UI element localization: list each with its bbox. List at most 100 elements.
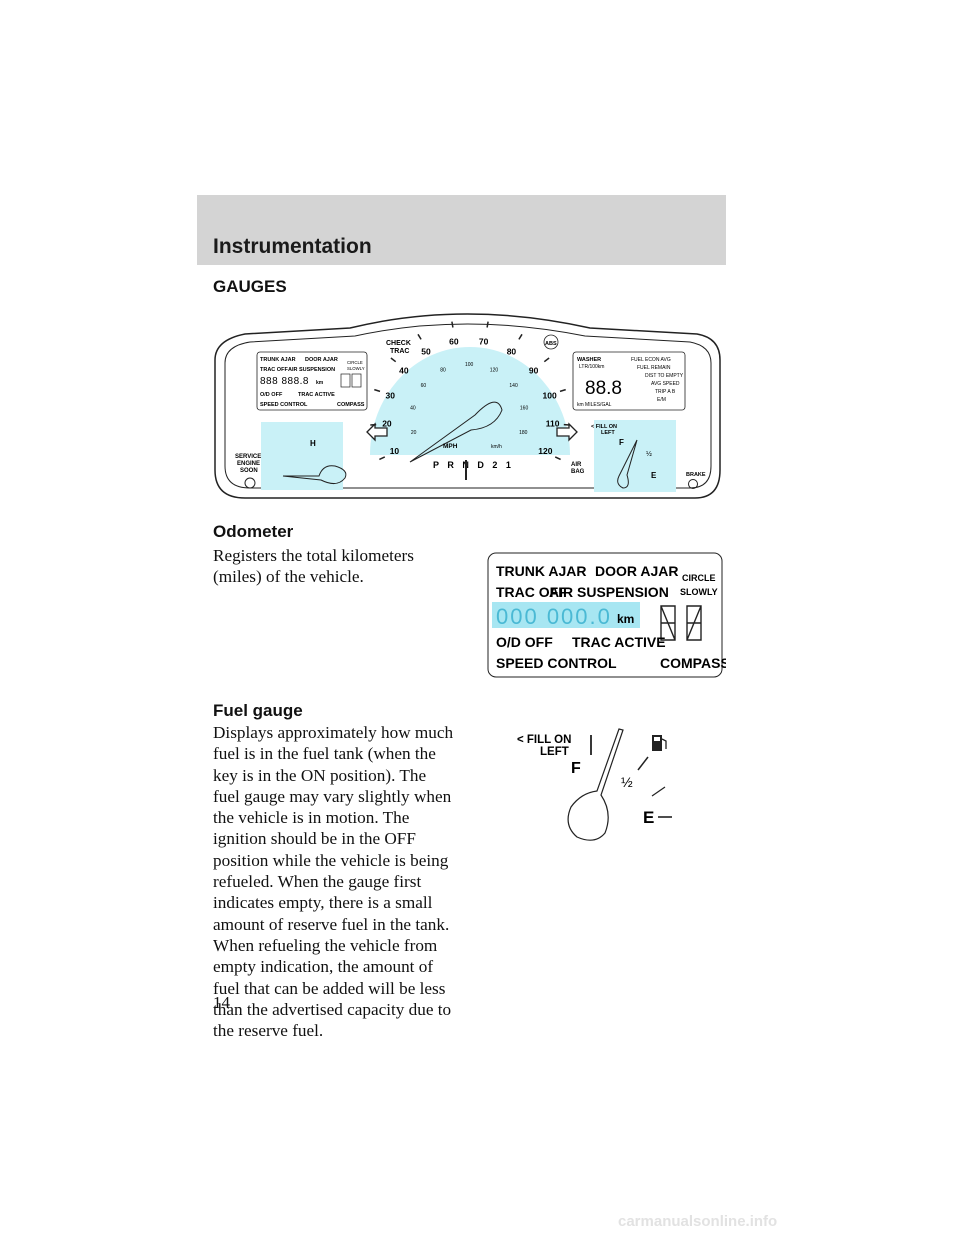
kmh-tick-label: 40: [410, 406, 416, 412]
cluster-od-off: O/D OFF: [260, 392, 283, 398]
kmh-tick-label: 160: [520, 406, 529, 412]
page-number: 14: [213, 993, 230, 1012]
cluster-trac-off: TRAC OFF: [260, 367, 288, 373]
cluster-door-ajar: DOOR AJAR: [305, 357, 338, 363]
mph-tick-label: 50: [421, 346, 431, 356]
cluster-slowly: SLOWLY: [347, 366, 365, 371]
cluster-fuel-remain: FUEL REMAIN: [637, 365, 671, 371]
right-turn-icon: [556, 422, 578, 442]
mph-tick-mark: [559, 388, 566, 393]
mph-tick-label: 20: [382, 419, 392, 429]
fuel-body-line: Displays approximately how much: [213, 723, 454, 742]
kmh-tick-label: 120: [490, 368, 499, 374]
fuel-body-line: empty indication, the amount of: [213, 957, 434, 977]
mph-tick-label: 120: [538, 446, 552, 456]
mph-tick-label: 80: [507, 346, 517, 356]
fuel-body-line: position while the vehicle is being: [213, 850, 449, 870]
cluster-trip-ab: TRIP A B: [655, 389, 676, 395]
odo-trunk-ajar: TRUNK AJAR: [496, 563, 586, 579]
odometer-body-line-2: (miles) of the vehicle.: [213, 567, 364, 587]
chapter-title: Instrumentation: [213, 235, 372, 258]
odometer-body-line-1: Registers the total kilometers: [213, 546, 414, 565]
kmh-tick-label: 180: [519, 430, 528, 436]
mph-tick-label: 40: [399, 365, 409, 375]
odo-compass: COMPASS: [660, 655, 726, 671]
odo-door-ajar: DOOR AJAR: [595, 563, 679, 579]
instrument-cluster-figure: TRUNK AJAR DOOR AJAR TRAC OFF AIR SUSPEN…: [214, 313, 721, 499]
fuel-body-line: fuel gauge may vary slightly when: [213, 786, 452, 806]
cluster-odometer-digits: 888 888.8: [260, 376, 309, 387]
cluster-washer: WASHER: [577, 357, 601, 363]
fuel-body-line: than the advertised capacity due to: [213, 999, 452, 1019]
fuel-body-line: refueled. When the gauge first: [213, 872, 422, 892]
left-turn-icon: [366, 422, 388, 442]
kmh-tick-label: 140: [509, 383, 518, 389]
cluster-fuel-econ-avg: FUEL ECON AVG: [631, 357, 671, 363]
odo-trac-off: TRAC OFF: [496, 584, 567, 600]
cluster-fuel-f: F: [619, 438, 624, 447]
fuel-fill-left: LEFT: [540, 746, 569, 758]
cluster-brake-label: BRAKE: [686, 472, 706, 478]
heading-odometer: Odometer: [213, 522, 294, 541]
mph-tick-mark: [518, 333, 523, 340]
mph-tick-mark: [379, 456, 386, 461]
mph-tick-label: 100: [543, 390, 557, 400]
mph-tick-label: 90: [529, 365, 539, 375]
heading-fuel-gauge: Fuel gauge: [213, 701, 303, 720]
cluster-fuel-e: E: [651, 471, 657, 480]
seatbelt-icon: [244, 477, 256, 489]
odometer-display-figure: TRUNK AJAR DOOR AJAR TRAC OFF AIR SUSPEN…: [487, 552, 726, 678]
mph-tick-label: 110: [546, 419, 560, 429]
odo-air-suspension: AIR SUSPENSION: [549, 584, 669, 600]
cluster-circle: CIRCLE: [347, 360, 363, 365]
service-engine-soon-1: SERVICE: [235, 454, 261, 460]
mph-tick-mark: [486, 321, 489, 328]
cluster-bag-label: BAG: [571, 469, 585, 475]
fuel-body-line: key is in the ON position). The: [213, 765, 427, 785]
cluster-speed-control: SPEED CONTROL: [260, 402, 308, 408]
fuel-f-label: F: [571, 760, 581, 777]
kmh-label: km/h: [491, 444, 502, 450]
fuel-body: Displays approximately how much fuel is …: [213, 722, 453, 1041]
mph-tick-mark: [374, 388, 381, 393]
fuel-body-line: the reserve fuel.: [213, 1021, 324, 1041]
mph-tick-mark: [451, 321, 454, 328]
fuel-body-line: amount of reserve fuel in the tank.: [213, 914, 450, 934]
mph-tick-mark: [390, 357, 397, 363]
fuel-body-line: fuel that can be added will be less: [213, 978, 446, 998]
mph-tick-mark: [543, 357, 550, 363]
kmh-tick-label: 100: [465, 362, 474, 368]
brake-warning-icon: [688, 479, 698, 489]
cluster-em: E/M: [657, 397, 666, 403]
chapter-header: Instrumentation: [197, 195, 726, 265]
fuel-gauge-figure: < FILL ON LEFT F ½ E: [517, 728, 672, 841]
abs-label: ABS: [545, 341, 557, 347]
cluster-ltr: LTR/100km: [579, 364, 604, 370]
mph-label: MPH: [443, 443, 458, 450]
mph-tick-label: 70: [479, 336, 489, 346]
abs-icon: [543, 334, 559, 350]
cluster-km: km: [316, 380, 324, 386]
watermark: carmanualsonline.info: [618, 1213, 778, 1230]
check-trac-line-2: TRAC: [390, 348, 409, 355]
prnd-indicator: P R N D 2 1: [433, 460, 514, 470]
mph-tick-mark: [554, 456, 561, 461]
mph-tick-label: 30: [386, 390, 396, 400]
cluster-fill-on: < FILL ON: [591, 424, 617, 430]
mph-tick-label: 60: [449, 336, 459, 346]
odometer-body: Registers the total kilometers (miles) o…: [213, 545, 414, 588]
section-heading-gauges: GAUGES: [213, 277, 287, 296]
fuel-body-line: fuel is in the fuel tank (when the: [213, 744, 436, 764]
odo-od-off: O/D OFF: [496, 634, 553, 650]
mph-tick-mark: [417, 333, 422, 340]
kmh-tick-label: 80: [440, 368, 446, 374]
fuel-body-line: the vehicle is in motion. The: [213, 808, 410, 828]
cluster-right-units: km MILES/GAL: [577, 402, 612, 408]
cluster-trunk-ajar: TRUNK AJAR: [260, 357, 296, 363]
cluster-air-suspension: AIR SUSPENSION: [288, 367, 335, 373]
odo-trac-active: TRAC ACTIVE: [572, 634, 666, 650]
odo-km: km: [617, 612, 634, 626]
odo-speed-control: SPEED CONTROL: [496, 655, 617, 671]
cluster-fill-left: LEFT: [601, 430, 615, 436]
